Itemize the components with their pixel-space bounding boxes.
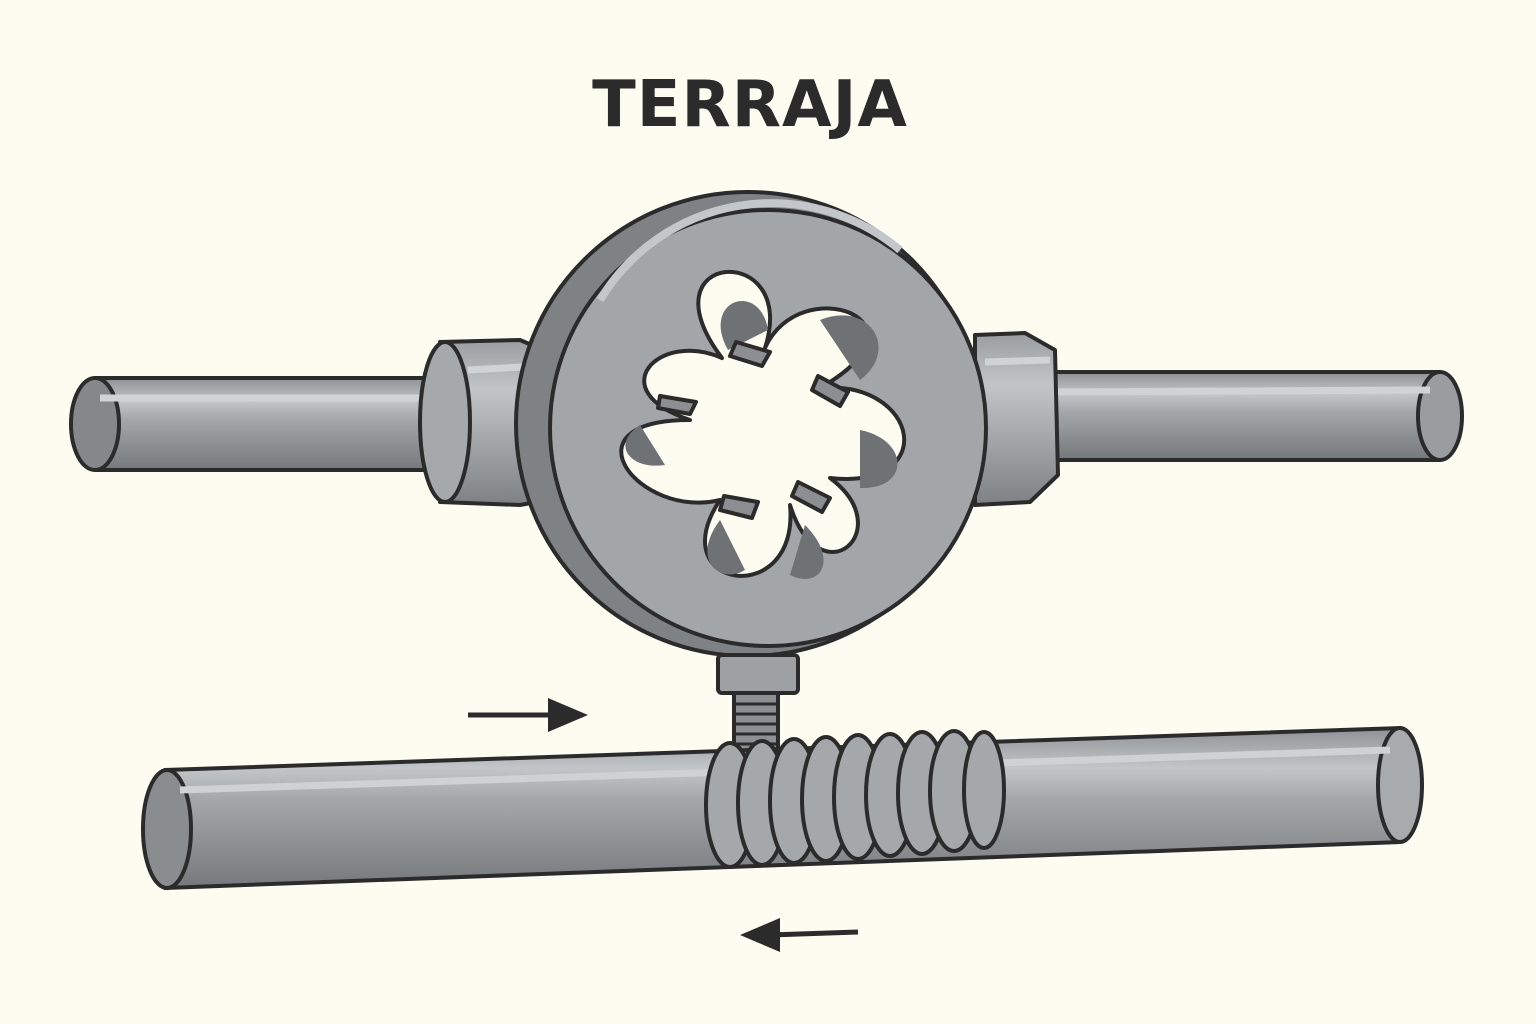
die-body xyxy=(514,190,988,658)
threaded-section xyxy=(704,729,1006,869)
right-handle xyxy=(1038,370,1464,462)
set-screw xyxy=(716,653,800,755)
die-cutting-hole xyxy=(619,269,907,579)
arrow-left-icon xyxy=(740,918,859,952)
arrow-right-icon xyxy=(468,698,588,732)
left-handle xyxy=(69,376,442,472)
right-collar xyxy=(973,331,1060,507)
diagram-title: TERRAJA xyxy=(592,68,908,142)
